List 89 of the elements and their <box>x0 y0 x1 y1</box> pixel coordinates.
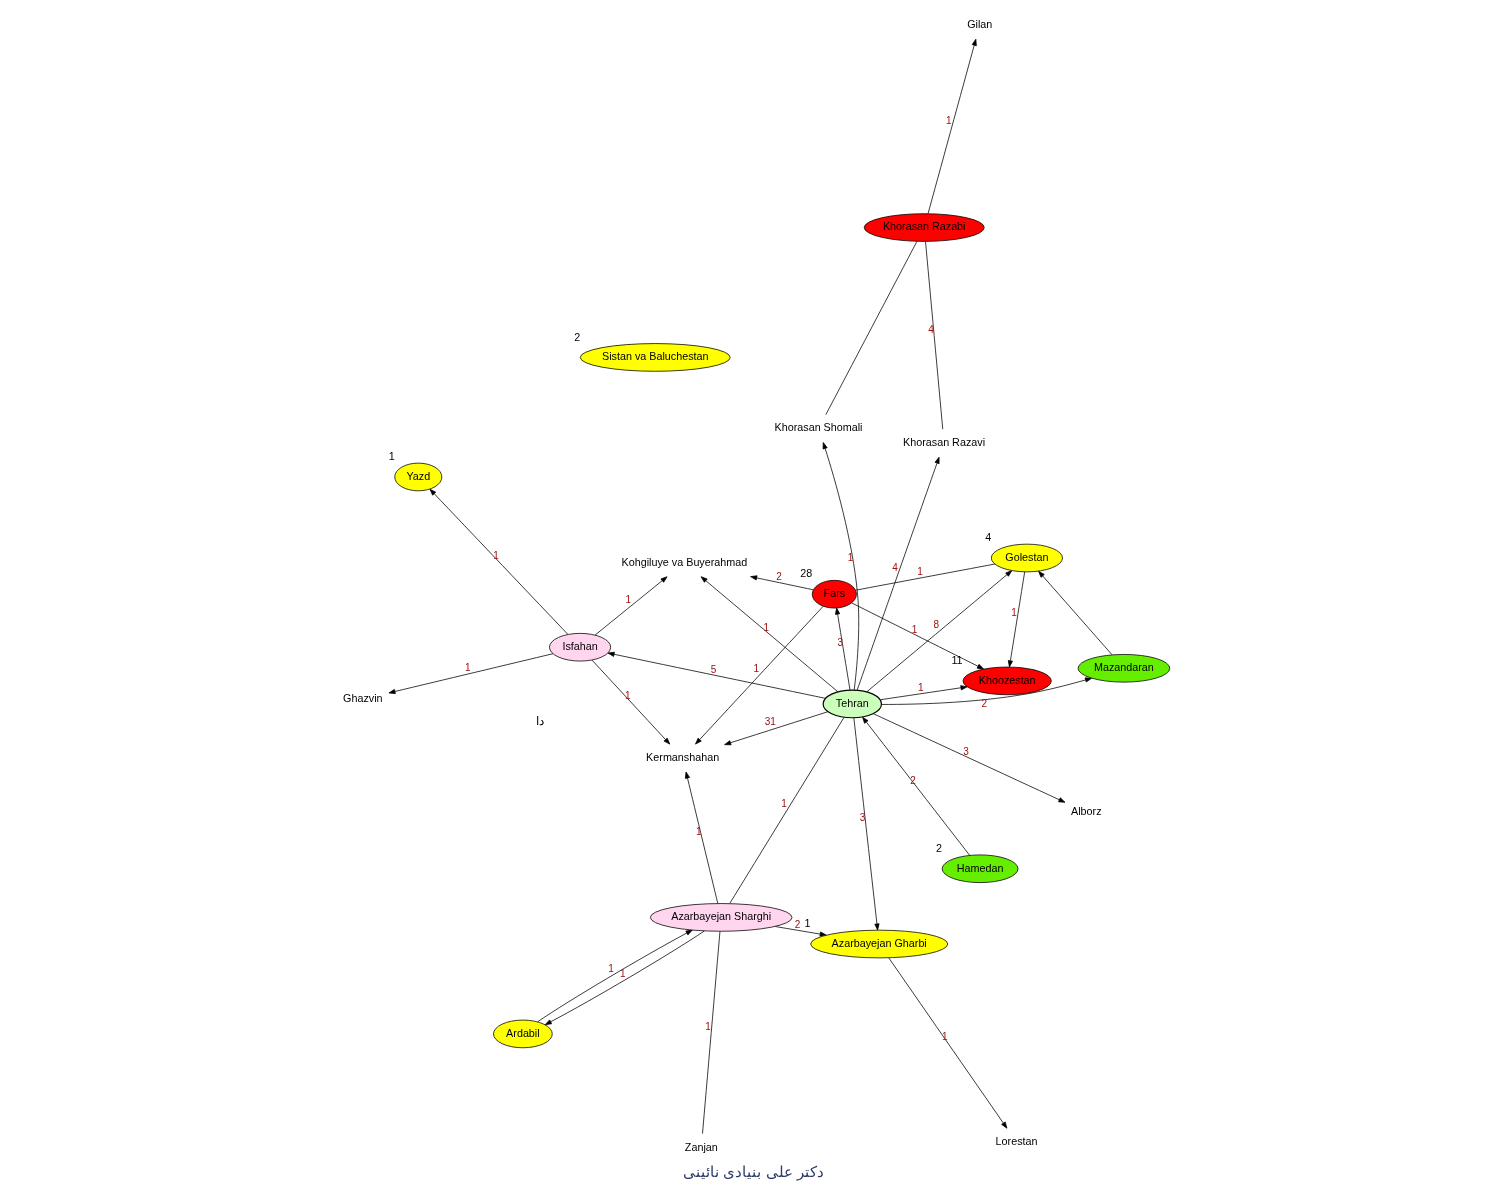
node-ellipse: Khorasan Razabi <box>863 213 985 242</box>
node-label: 28 <box>799 567 812 580</box>
connector <box>824 240 917 416</box>
arrow <box>429 488 568 635</box>
edge-label: 3 <box>836 637 843 649</box>
edge-label: 1 <box>945 114 952 126</box>
node-ellipse: Sistan va Baluchestan <box>579 343 731 372</box>
node-ellipse: Azarbayejan Sharghi <box>649 903 792 932</box>
arrow <box>544 930 705 1026</box>
edge-label: 1 <box>941 1031 948 1043</box>
arrow <box>1007 571 1025 668</box>
node-ellipse: Tehran <box>822 689 882 719</box>
edge-label: 1 <box>695 825 702 837</box>
edge-label: 3 <box>962 746 969 758</box>
edge-label: 31 <box>764 716 776 728</box>
arrow <box>774 926 827 937</box>
connector <box>728 717 844 904</box>
edge-label: 4 <box>891 561 898 573</box>
arrow <box>852 717 879 931</box>
arrow <box>822 442 859 691</box>
edge-label: 8 <box>933 619 939 631</box>
node-label: 1 <box>804 917 811 930</box>
arrow <box>872 713 1065 803</box>
node-ellipse: Yazd <box>393 462 442 492</box>
arrow <box>694 605 824 745</box>
arrow <box>856 456 939 691</box>
connector <box>701 930 720 1134</box>
arrow <box>887 957 1007 1129</box>
edge-label: 1 <box>916 565 923 577</box>
node-label: 4 <box>984 531 991 544</box>
arrow <box>749 575 814 591</box>
arrow <box>723 711 828 746</box>
label: دا <box>535 714 544 729</box>
node-text: Lorestan <box>995 1134 1038 1147</box>
edge-label: 1 <box>624 594 631 605</box>
arrow <box>591 659 670 745</box>
arrow <box>536 929 693 1023</box>
edge-label: 1 <box>911 624 917 636</box>
edge-label: 1 <box>607 962 614 974</box>
connector <box>854 563 995 591</box>
arrow <box>388 653 553 694</box>
node-text: Khorasan Razavi <box>902 435 985 448</box>
edge-label: 2 <box>794 919 800 931</box>
edge-label: 1 <box>917 681 924 693</box>
edge-label: 2 <box>909 774 916 786</box>
edge-label: 1 <box>780 798 787 810</box>
node-text: Kermanshahan <box>645 750 719 763</box>
arrow <box>700 576 838 693</box>
arrow <box>880 677 1092 705</box>
node-label: 2 <box>573 330 580 343</box>
node-text: Ghazvin <box>342 692 383 705</box>
arrow <box>861 716 970 856</box>
arrow <box>866 570 1012 693</box>
arrow <box>607 651 826 699</box>
node-text: Zanjan <box>684 1140 718 1153</box>
edge-label: 1 <box>762 622 769 634</box>
node-ellipse: Khoozestan <box>962 666 1052 696</box>
edge-label: 2 <box>775 571 782 583</box>
arrow <box>1037 570 1112 656</box>
edge-label: 1 <box>1010 607 1017 619</box>
node-ellipse: Golestan <box>990 543 1063 573</box>
connector <box>924 241 943 430</box>
arrow <box>594 576 667 636</box>
node-label: 11 <box>950 654 963 667</box>
node-text: Alborz <box>1070 805 1102 818</box>
edge-label: 2 <box>981 698 987 710</box>
edge-label: 1 <box>619 967 626 979</box>
node-ellipse: Isfahan <box>548 633 611 662</box>
arrow <box>850 602 984 670</box>
arrow <box>879 685 967 701</box>
arrow <box>927 38 977 215</box>
caption: دکتر علی بنیادی نائینی <box>682 1162 824 1180</box>
node-label: 2 <box>935 841 942 854</box>
edge-label: 3 <box>859 812 865 824</box>
node-label: 1 <box>388 450 395 463</box>
edge-label: 1 <box>847 552 853 564</box>
arrow <box>684 771 718 904</box>
node-text: Khorasan Shomali <box>774 421 863 434</box>
edge-label: 1 <box>704 1020 711 1032</box>
node-ellipse: Fars <box>811 580 857 609</box>
node-text: Kohgiluye va Buyerahmad <box>621 555 747 568</box>
edge-label: 1 <box>464 661 471 673</box>
edge-label: 1 <box>752 663 759 675</box>
edge-label: 1 <box>492 550 499 562</box>
edge-label: 5 <box>710 663 716 675</box>
edge-label: 1 <box>624 690 631 702</box>
arrow <box>834 607 850 691</box>
node-ellipse: Hamedan <box>941 854 1018 883</box>
node-text: Gilan <box>966 18 992 31</box>
